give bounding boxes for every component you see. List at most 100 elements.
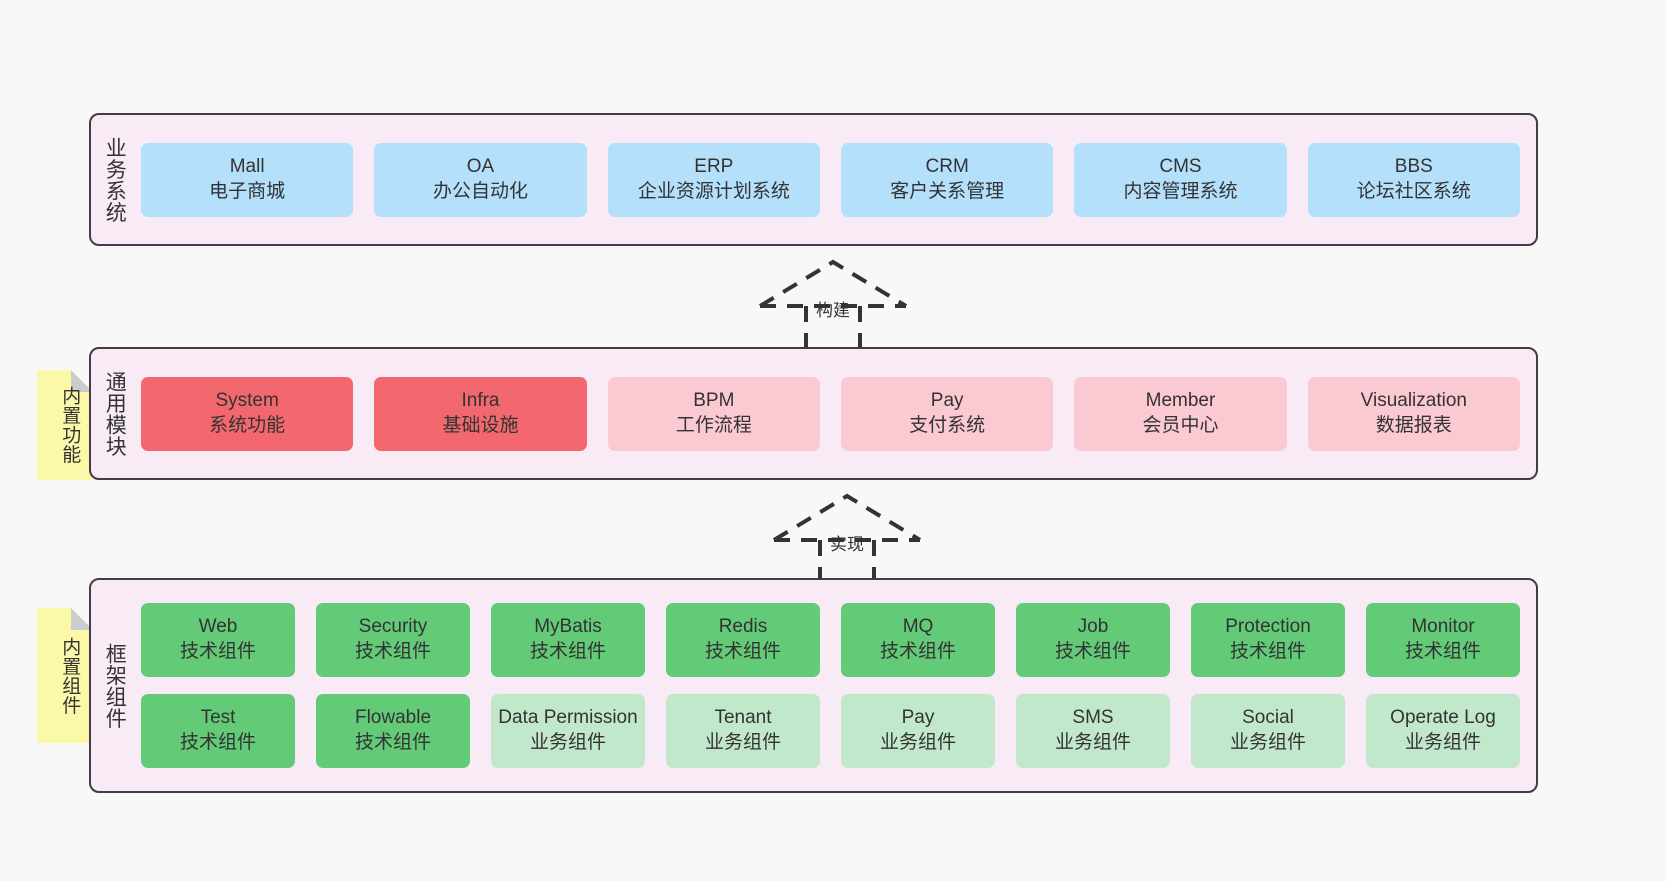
box-pay-component[interactable]: Pay 业务组件 xyxy=(841,694,995,768)
layer-title-business-system: 业务系统 xyxy=(103,136,127,223)
layer-framework-component[interactable]: 框架组件 Web 技术组件 Security 技术组件 MyBatis 技术组件… xyxy=(89,578,1538,793)
box-title: Job xyxy=(1077,616,1109,638)
note-builtin-components[interactable]: 内置组件 xyxy=(37,608,93,743)
box-title: Tenant xyxy=(714,707,772,729)
box-bbs[interactable]: BBS 论坛社区系统 xyxy=(1307,142,1520,217)
box-title: Infra xyxy=(461,389,500,411)
box-subtitle: 会员中心 xyxy=(1142,414,1219,436)
box-title: Redis xyxy=(718,616,768,638)
box-title: Test xyxy=(200,707,236,729)
note-builtin-features[interactable]: 内置功能 xyxy=(37,370,93,480)
box-title: Visualization xyxy=(1360,389,1467,411)
box-mall[interactable]: Mall 电子商城 xyxy=(141,142,354,217)
box-subtitle: 业务组件 xyxy=(704,732,781,753)
box-title: Web xyxy=(198,616,238,638)
box-subtitle: 支付系统 xyxy=(909,414,986,436)
box-row: Test 技术组件 Flowable 技术组件 Data Permission … xyxy=(141,694,1520,768)
box-monitor[interactable]: Monitor 技术组件 xyxy=(1366,603,1520,677)
box-mq[interactable]: MQ 技术组件 xyxy=(841,603,995,677)
box-social[interactable]: Social 业务组件 xyxy=(1191,694,1345,768)
box-subtitle: 内容管理系统 xyxy=(1123,180,1238,202)
layer-body-business-system: Mall 电子商城 OA 办公自动化 ERP 企业资源计划系统 CRM 客户关系… xyxy=(137,115,1536,244)
box-title: Social xyxy=(1242,707,1294,729)
box-subtitle: 业务组件 xyxy=(1054,732,1131,753)
box-member[interactable]: Member 会员中心 xyxy=(1074,376,1287,451)
box-title: Data Permission xyxy=(498,707,638,729)
box-cms[interactable]: CMS 内容管理系统 xyxy=(1074,142,1287,217)
box-title: CMS xyxy=(1159,155,1202,177)
box-erp[interactable]: ERP 企业资源计划系统 xyxy=(607,142,820,217)
box-title: Monitor xyxy=(1411,616,1475,638)
note-label: 内置组件 xyxy=(59,636,81,715)
box-data-permission[interactable]: Data Permission 业务组件 xyxy=(491,694,645,768)
connector-implement: 实现 xyxy=(772,492,922,587)
layer-business-system[interactable]: 业务系统 Mall 电子商城 OA 办公自动化 ERP 企业资源计划系统 CRM… xyxy=(89,113,1538,246)
layer-title-common-module: 通用模块 xyxy=(103,370,127,457)
box-subtitle: 技术组件 xyxy=(354,641,431,662)
box-sms[interactable]: SMS 业务组件 xyxy=(1016,694,1170,768)
box-subtitle: 系统功能 xyxy=(209,414,286,436)
box-subtitle: 技术组件 xyxy=(879,641,956,662)
box-subtitle: 技术组件 xyxy=(1404,641,1481,662)
box-title: Protection xyxy=(1225,616,1311,638)
box-title: MQ xyxy=(902,616,934,638)
box-security[interactable]: Security 技术组件 xyxy=(316,603,470,677)
box-title: MyBatis xyxy=(534,616,602,638)
box-subtitle: 基础设施 xyxy=(442,414,519,436)
layer-common-module[interactable]: 通用模块 System 系统功能 Infra 基础设施 BPM 工作流程 Pay… xyxy=(89,347,1538,480)
connector-build: 构建 xyxy=(758,258,908,353)
box-title: Operate Log xyxy=(1390,707,1496,729)
box-title: Member xyxy=(1145,389,1216,411)
box-subtitle: 技术组件 xyxy=(529,641,606,662)
box-title: Pay xyxy=(930,389,964,411)
box-bpm[interactable]: BPM 工作流程 xyxy=(607,376,820,451)
box-flowable[interactable]: Flowable 技术组件 xyxy=(316,694,470,768)
note-label: 内置功能 xyxy=(59,386,81,464)
box-title: Mall xyxy=(229,155,265,177)
box-subtitle: 数据报表 xyxy=(1375,414,1452,436)
box-title: ERP xyxy=(694,155,734,177)
box-title: Pay xyxy=(901,707,935,729)
box-subtitle: 业务组件 xyxy=(879,732,956,753)
box-subtitle: 业务组件 xyxy=(1229,732,1306,753)
box-title: Security xyxy=(358,616,428,638)
box-subtitle: 业务组件 xyxy=(1404,732,1481,753)
box-subtitle: 技术组件 xyxy=(179,641,256,662)
box-subtitle: 电子商城 xyxy=(209,180,286,202)
box-job[interactable]: Job 技术组件 xyxy=(1016,603,1170,677)
connector-label-build: 构建 xyxy=(816,301,850,320)
box-subtitle: 技术组件 xyxy=(704,641,781,662)
box-web[interactable]: Web 技术组件 xyxy=(141,603,295,677)
box-subtitle: 办公自动化 xyxy=(432,180,528,202)
box-subtitle: 技术组件 xyxy=(1054,641,1131,662)
box-infra[interactable]: Infra 基础设施 xyxy=(374,376,587,451)
layer-title-framework-component: 框架组件 xyxy=(103,642,127,729)
box-title: Flowable xyxy=(354,707,432,729)
box-system[interactable]: System 系统功能 xyxy=(141,376,354,451)
box-oa[interactable]: OA 办公自动化 xyxy=(374,142,587,217)
box-protection[interactable]: Protection 技术组件 xyxy=(1191,603,1345,677)
box-subtitle: 技术组件 xyxy=(179,732,256,753)
box-subtitle: 企业资源计划系统 xyxy=(637,180,790,202)
layer-body-common-module: System 系统功能 Infra 基础设施 BPM 工作流程 Pay 支付系统… xyxy=(137,349,1536,478)
box-crm[interactable]: CRM 客户关系管理 xyxy=(840,142,1054,217)
box-pay[interactable]: Pay 支付系统 xyxy=(840,376,1054,451)
box-operate-log[interactable]: Operate Log 业务组件 xyxy=(1366,694,1520,768)
box-tenant[interactable]: Tenant 业务组件 xyxy=(666,694,820,768)
box-title: SMS xyxy=(1072,707,1114,729)
box-title: OA xyxy=(466,155,495,177)
box-subtitle: 业务组件 xyxy=(529,732,606,753)
box-subtitle: 客户关系管理 xyxy=(890,180,1005,202)
box-subtitle: 工作流程 xyxy=(675,414,752,436)
box-title: BPM xyxy=(693,389,735,411)
box-title: CRM xyxy=(925,155,969,177)
box-visualization[interactable]: Visualization 数据报表 xyxy=(1307,376,1520,451)
box-title: BBS xyxy=(1394,155,1433,177)
box-mybatis[interactable]: MyBatis 技术组件 xyxy=(491,603,645,677)
box-test[interactable]: Test 技术组件 xyxy=(141,694,295,768)
box-redis[interactable]: Redis 技术组件 xyxy=(666,603,820,677)
layer-body-framework-component: Web 技术组件 Security 技术组件 MyBatis 技术组件 Redi… xyxy=(137,580,1536,791)
box-row: System 系统功能 Infra 基础设施 BPM 工作流程 Pay 支付系统… xyxy=(141,376,1520,451)
box-subtitle: 技术组件 xyxy=(1229,641,1306,662)
